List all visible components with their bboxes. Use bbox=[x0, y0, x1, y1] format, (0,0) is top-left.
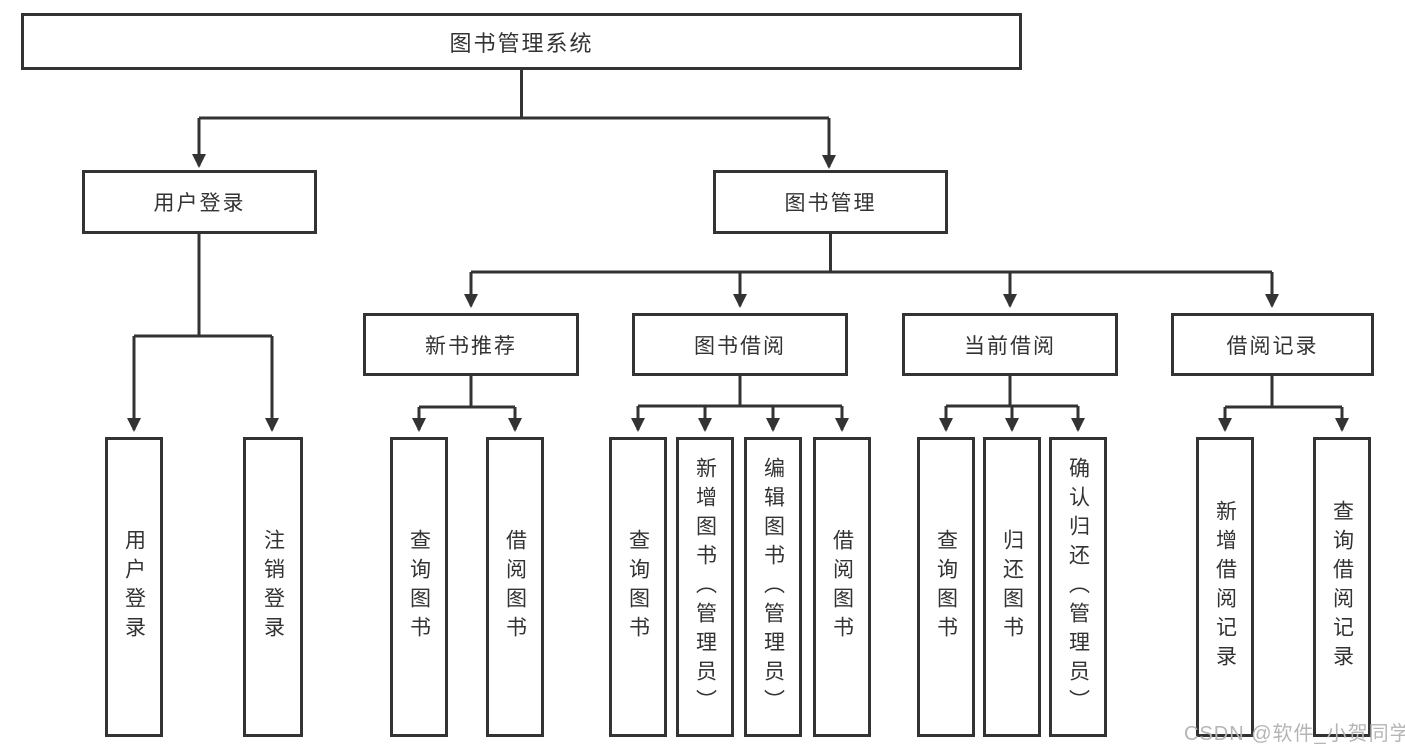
leaf-query-borrow-record: 查询借阅记录 bbox=[1313, 437, 1371, 737]
leaf-return-book: 归还图书 bbox=[983, 437, 1041, 737]
node-book-management: 图书管理 bbox=[713, 170, 948, 234]
node-book-borrow: 图书借阅 bbox=[632, 313, 848, 376]
leaf-confirm-return-admin: 确认归还（管理员） bbox=[1049, 437, 1107, 737]
leaf-borrow-book: 借阅图书 bbox=[813, 437, 871, 737]
leaf-logout: 注销登录 bbox=[243, 437, 303, 737]
watermark: CSDN @软件_小贺同学 bbox=[1184, 723, 1405, 745]
leaf-user-login: 用户登录 bbox=[105, 437, 163, 737]
node-current-borrow: 当前借阅 bbox=[902, 313, 1118, 376]
leaf-add-borrow-record: 新增借阅记录 bbox=[1196, 437, 1254, 737]
node-borrow-record: 借阅记录 bbox=[1171, 313, 1374, 376]
leaf-query-book-borrow: 查询图书 bbox=[609, 437, 667, 737]
leaf-query-book-recommend: 查询图书 bbox=[390, 437, 448, 737]
node-new-book-recommend: 新书推荐 bbox=[363, 313, 579, 376]
node-user-login: 用户登录 bbox=[82, 170, 317, 234]
leaf-query-book-current: 查询图书 bbox=[917, 437, 975, 737]
node-root: 图书管理系统 bbox=[21, 13, 1022, 70]
leaf-borrow-book-recommend: 借阅图书 bbox=[486, 437, 544, 737]
leaf-add-book-admin: 新增图书（管理员） bbox=[676, 437, 734, 737]
leaf-edit-book-admin: 编辑图书（管理员） bbox=[744, 437, 802, 737]
